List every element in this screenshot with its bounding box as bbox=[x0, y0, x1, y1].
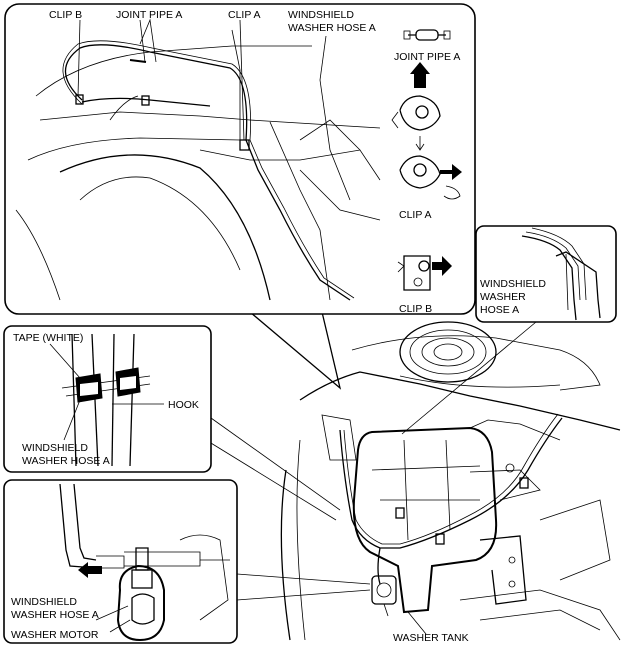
label-clip-b: CLIP B bbox=[49, 9, 82, 21]
clip-a-marker-1 bbox=[141, 95, 150, 106]
clip-a-marker-2 bbox=[239, 139, 250, 151]
label-mid-washer-hose-a: WASHER HOSE A bbox=[22, 455, 110, 467]
clip-b-marker bbox=[75, 94, 84, 105]
label-joint-pipe-a-top: JOINT PIPE A bbox=[116, 9, 182, 21]
label-right-windshield: WINDSHIELD bbox=[480, 278, 546, 290]
label-low-washer-hose-a: WASHER HOSE A bbox=[11, 609, 99, 621]
joint-pipe-a-icon bbox=[403, 29, 451, 41]
joint-pipe-a-marker bbox=[129, 59, 147, 63]
headlight bbox=[351, 321, 601, 391]
label-low-windshield: WINDSHIELD bbox=[11, 596, 77, 608]
label-right-hose-a: HOSE A bbox=[480, 304, 519, 316]
label-clip-a-side: CLIP A bbox=[399, 209, 432, 221]
clip-b-icon bbox=[397, 255, 452, 291]
label-mid-windshield: WINDSHIELD bbox=[22, 442, 88, 454]
label-joint-pipe-a-side: JOINT PIPE A bbox=[394, 51, 460, 63]
label-hook: HOOK bbox=[168, 399, 199, 411]
label-windshield-top: WINDSHIELD bbox=[288, 9, 354, 21]
tape-hook-inset: TAPE (WHITE) HOOK WINDSHIELD WASHER HOSE… bbox=[3, 325, 212, 473]
vehicle-engine-bay-view bbox=[280, 321, 621, 641]
label-washer-tank: WASHER TANK bbox=[393, 632, 469, 644]
label-clip-b-side: CLIP B bbox=[399, 303, 432, 315]
label-tape-white: TAPE (WHITE) bbox=[13, 332, 83, 344]
top-detail-panel: CLIP B JOINT PIPE A CLIP A WINDSHIELD WA… bbox=[4, 3, 476, 315]
clip-a-removal-icon bbox=[391, 62, 462, 200]
washer-motor-inset: WINDSHIELD WASHER HOSE A WASHER MOTOR bbox=[3, 479, 238, 644]
label-washer-motor: WASHER MOTOR bbox=[11, 629, 99, 641]
label-washer-hose-a-top: WASHER HOSE A bbox=[288, 22, 376, 34]
label-clip-a-top: CLIP A bbox=[228, 9, 261, 21]
washer-tank bbox=[352, 419, 561, 614]
label-right-washer: WASHER bbox=[480, 291, 526, 303]
washer-motor-main bbox=[371, 575, 397, 617]
callout-lines bbox=[205, 311, 537, 635]
right-detail-inset: WINDSHIELD WASHER HOSE A bbox=[475, 225, 617, 323]
